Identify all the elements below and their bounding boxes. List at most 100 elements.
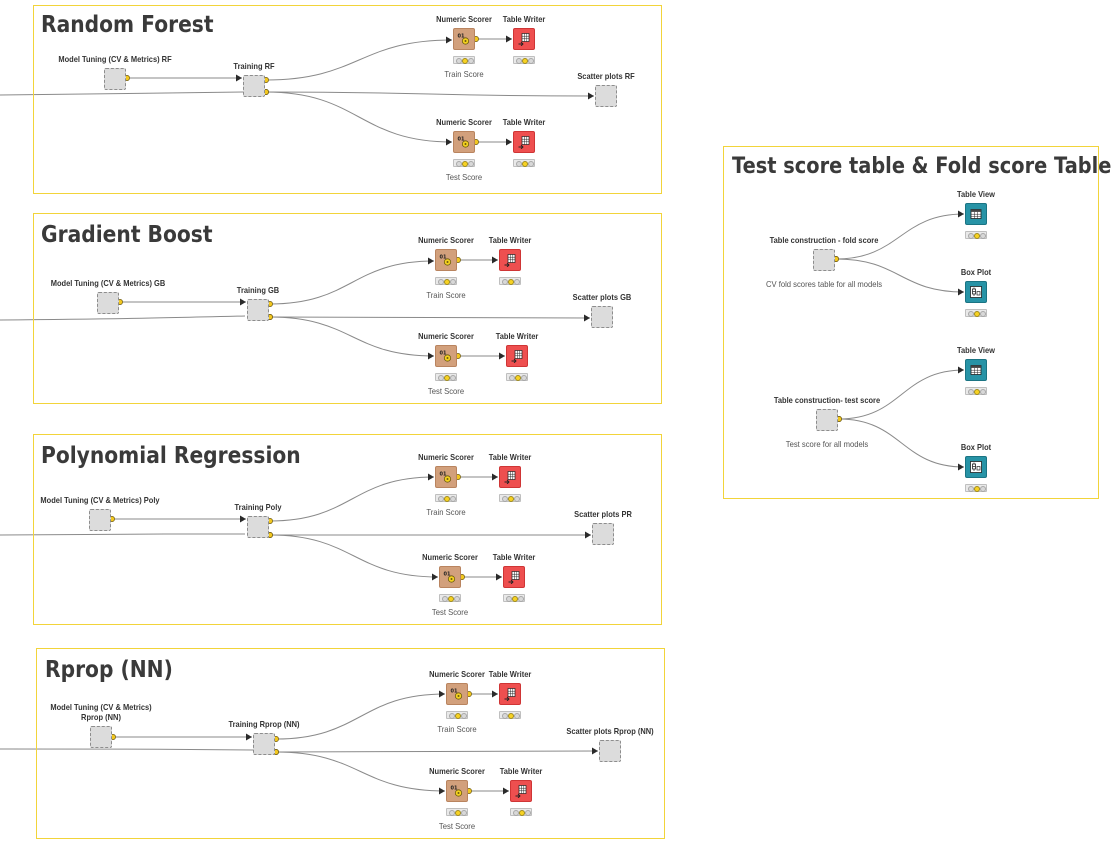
metanode-icon[interactable]: [243, 75, 265, 97]
node-annotation[interactable]: Train Score: [444, 69, 484, 79]
node-annotation[interactable]: Train Score: [437, 724, 477, 734]
writer-node-icon[interactable]: [499, 466, 521, 488]
connection-wire[interactable]: [269, 476, 435, 522]
node-annotation[interactable]: CV fold scores table for all models: [765, 279, 883, 289]
scorer-node-icon[interactable]: 01: [439, 566, 461, 588]
metanode-icon[interactable]: [813, 249, 835, 271]
node-annotation[interactable]: Test Score: [438, 821, 476, 831]
scorer-node-icon[interactable]: 01: [446, 780, 468, 802]
metanode-icon[interactable]: [97, 292, 119, 314]
view-node-icon[interactable]: [965, 281, 987, 303]
scorer-node-icon[interactable]: 01: [435, 345, 457, 367]
node-label[interactable]: Scatter plots PR: [574, 509, 632, 519]
view-node-icon[interactable]: [965, 359, 987, 381]
node-label[interactable]: Training GB: [236, 285, 280, 295]
node-label[interactable]: Table View: [957, 345, 995, 355]
metanode-icon[interactable]: [595, 85, 617, 107]
metanode-icon[interactable]: [90, 726, 112, 748]
svg-text:01: 01: [444, 572, 451, 578]
scorer-node-icon[interactable]: 01: [446, 683, 468, 705]
connection-wire[interactable]: [838, 418, 965, 468]
node-label[interactable]: Numeric Scorer: [429, 669, 485, 679]
writer-node-icon[interactable]: [503, 566, 525, 588]
metanode-icon[interactable]: [592, 523, 614, 545]
connection-wire[interactable]: [265, 91, 453, 143]
node-label[interactable]: Table Writer: [495, 331, 539, 341]
metanode-icon[interactable]: [591, 306, 613, 328]
node-label[interactable]: Table Writer: [488, 235, 532, 245]
node-label[interactable]: Table Writer: [488, 669, 532, 679]
metanode-icon[interactable]: [247, 516, 269, 538]
annotation-polynomial-regression[interactable]: Polynomial Regression: [33, 434, 662, 625]
connection-wire[interactable]: [265, 39, 453, 81]
node-label[interactable]: Table construction - fold score: [769, 235, 879, 245]
connection-wire[interactable]: [275, 750, 599, 753]
node-label[interactable]: Numeric Scorer: [436, 117, 492, 127]
scorer-node-icon[interactable]: 01: [435, 249, 457, 271]
node-annotation[interactable]: Test Score: [431, 607, 469, 617]
node-label[interactable]: Box Plot: [960, 267, 992, 277]
node-annotation[interactable]: Train Score: [426, 290, 466, 300]
connection-wire[interactable]: [275, 693, 446, 740]
node-label[interactable]: Model Tuning (CV & Metrics) GB: [50, 278, 166, 288]
node-label[interactable]: Numeric Scorer: [418, 331, 474, 341]
node-label[interactable]: Table construction- test score: [773, 395, 881, 405]
scorer-node-icon[interactable]: 01: [453, 131, 475, 153]
connection-wire[interactable]: [269, 534, 439, 578]
annotation-random-forest[interactable]: Random Forest: [33, 5, 662, 194]
metanode-icon[interactable]: [253, 733, 275, 755]
connection-wire[interactable]: [269, 316, 591, 319]
view-node-icon[interactable]: [965, 456, 987, 478]
node-label[interactable]: Numeric Scorer: [436, 14, 492, 24]
writer-node-icon[interactable]: [499, 683, 521, 705]
node-label[interactable]: Training RF: [233, 61, 275, 71]
node-label[interactable]: Scatter plots RF: [577, 71, 635, 81]
node-label[interactable]: Numeric Scorer: [422, 552, 478, 562]
node-label[interactable]: Table Writer: [502, 117, 546, 127]
scorer-node-icon[interactable]: 01: [435, 466, 457, 488]
connection-wire[interactable]: [835, 213, 965, 260]
annotation-rprop-nn[interactable]: Rprop (NN): [36, 648, 665, 839]
node-annotation[interactable]: Test Score: [427, 386, 465, 396]
node-label[interactable]: Numeric Scorer: [429, 766, 485, 776]
connection-wire[interactable]: [275, 751, 446, 792]
connection-wire[interactable]: [835, 258, 965, 293]
node-label[interactable]: Table Writer: [502, 14, 546, 24]
node-label[interactable]: Numeric Scorer: [418, 235, 474, 245]
annotation-gradient-boost[interactable]: Gradient Boost: [33, 213, 662, 404]
writer-node-icon[interactable]: [506, 345, 528, 367]
connection-wire[interactable]: [838, 369, 965, 420]
metanode-icon[interactable]: [104, 68, 126, 90]
node-label[interactable]: Table Writer: [499, 766, 543, 776]
writer-node-icon[interactable]: [510, 780, 532, 802]
node-label[interactable]: Box Plot: [960, 442, 992, 452]
node-label[interactable]: Numeric Scorer: [418, 452, 474, 462]
node-annotation[interactable]: Train Score: [426, 507, 466, 517]
node-label[interactable]: Model Tuning (CV & Metrics) Poly: [40, 495, 160, 505]
metanode-icon[interactable]: [89, 509, 111, 531]
svg-text:01: 01: [451, 786, 458, 792]
node-annotation[interactable]: Test Score: [445, 172, 483, 182]
metanode-icon[interactable]: [599, 740, 621, 762]
scorer-node-icon[interactable]: 01: [453, 28, 475, 50]
node-label[interactable]: Table Writer: [492, 552, 536, 562]
writer-node-icon[interactable]: [513, 28, 535, 50]
metanode-icon[interactable]: [816, 409, 838, 431]
node-label[interactable]: Scatter plots Rprop (NN): [566, 726, 654, 736]
annotation-score-tables[interactable]: Test score table & Fold score Table: [723, 146, 1111, 499]
metanode-icon[interactable]: [247, 299, 269, 321]
node-label[interactable]: Table Writer: [488, 452, 532, 462]
node-label[interactable]: Scatter plots GB: [572, 292, 632, 302]
connection-wire[interactable]: [265, 91, 595, 97]
writer-node-icon[interactable]: [499, 249, 521, 271]
node-label[interactable]: Table View: [957, 189, 995, 199]
node-label[interactable]: Model Tuning (CV & Metrics) RF: [58, 54, 172, 64]
connection-wire[interactable]: [269, 316, 435, 357]
connection-wire[interactable]: [269, 260, 435, 305]
node-label[interactable]: Training Rprop (NN): [228, 719, 300, 729]
writer-node-icon[interactable]: [513, 131, 535, 153]
node-label[interactable]: Training Poly: [234, 502, 282, 512]
node-annotation[interactable]: Test score for all models: [785, 439, 869, 449]
node-label[interactable]: Model Tuning (CV & Metrics) Rprop (NN): [50, 702, 152, 722]
view-node-icon[interactable]: [965, 203, 987, 225]
